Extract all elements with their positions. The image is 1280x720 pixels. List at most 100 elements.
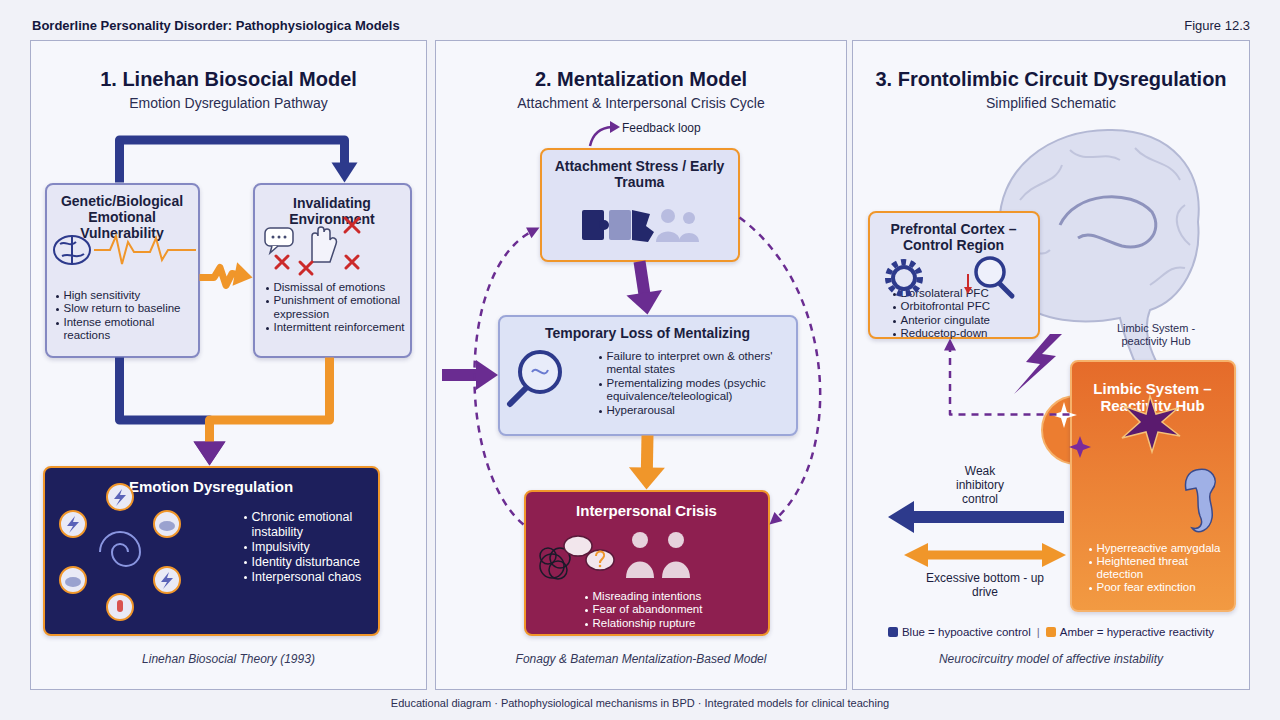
connector-arrow — [194, 358, 330, 466]
process-box: Genetic/Biological Emotional Vulnerabili… — [45, 183, 200, 358]
box-heading: Prefrontal Cortex – Control Region — [876, 221, 1032, 253]
arrow-head — [332, 163, 358, 183]
panel-band: 3. Frontolimbic Circuit DysregulationSim… — [852, 40, 1250, 690]
feedback-arrow — [590, 127, 612, 146]
bullet-item: Impulsivity — [243, 540, 375, 555]
panel-footnote: Neurocircuitry model of affective instab… — [853, 652, 1249, 666]
legend: Blue = hypoactive control|Amber = hypera… — [852, 626, 1250, 638]
bullet-item: Dorsolateral PFC — [892, 287, 1038, 301]
panel-footnote: Linehan Biosocial Theory (1993) — [31, 652, 426, 666]
magnifier-icon — [976, 258, 1012, 296]
dysregulation-icons — [60, 484, 180, 620]
bullet-item: Interpersonal chaos — [243, 570, 375, 585]
bullet-list: Failure to interpret own & others' menta… — [598, 350, 794, 418]
bullet-item: Slow return to baseline — [55, 302, 199, 316]
bullet-item: Orbitofrontal PFC — [892, 300, 1038, 314]
burst-icon — [1122, 396, 1180, 452]
gear-icon — [888, 262, 920, 294]
arrow-head — [626, 290, 662, 314]
connector-line — [474, 231, 533, 525]
connector-line — [210, 358, 330, 452]
legend-swatch — [888, 627, 898, 637]
connector-line — [641, 436, 654, 477]
connector-line — [120, 358, 210, 452]
connector-arrow — [474, 228, 539, 525]
down-arrow-head — [964, 287, 972, 294]
lightning-bolt — [1014, 334, 1062, 394]
legend-item: Amber = hyperactive reactivity — [1046, 626, 1214, 638]
arrow-head — [629, 467, 665, 489]
spark-stars — [1051, 402, 1091, 458]
bullet-item: Failure to interpret own & others' menta… — [598, 350, 794, 377]
box-heading: Temporary Loss of Mentalizing — [506, 325, 790, 341]
legend-text: Blue = hypoactive control — [902, 626, 1031, 638]
arrow-head — [194, 442, 226, 466]
limbic-outline — [1060, 197, 1156, 247]
process-box: Interpersonal CrisisMisreading intention… — [524, 490, 770, 636]
legend-item: Blue = hypoactive control — [888, 626, 1031, 638]
drive-arrow-head — [904, 543, 928, 567]
panel-subtitle: Attachment & Interpersonal Crisis Cycle — [436, 95, 846, 111]
bullet-item: Identity disturbance — [243, 555, 375, 570]
bullet-item: Poor fear extinction — [1088, 581, 1234, 594]
panel-band: 2. Mentalization ModelAttachment & Inter… — [435, 40, 847, 690]
bullet-list: High sensitivitySlow return to baselineI… — [55, 289, 199, 343]
box-heading: Attachment Stress / Early Trauma — [548, 158, 732, 190]
legend-swatch — [1046, 627, 1056, 637]
puzzle-icon — [582, 210, 654, 242]
inhibition-arrow-head — [888, 501, 914, 533]
hand-icon — [312, 227, 336, 262]
box-heading: Genetic/Biological Emotional Vulnerabili… — [53, 193, 192, 241]
arrow-head — [194, 442, 226, 466]
annotation-label: Weak inhibitory control — [940, 465, 1020, 506]
bullet-list: Hyperreactive amygdalaHeightened threat … — [1088, 542, 1234, 595]
speech-icon — [265, 228, 293, 253]
bullet-list: Chronic emotional instabilityImpulsivity… — [243, 510, 375, 585]
annotation-label: Figure 12.3 — [1140, 18, 1250, 33]
connector-arrow — [120, 358, 226, 466]
connector-line — [950, 346, 1070, 415]
drive-arrow-head — [1042, 543, 1066, 567]
bullet-list: Misreading intentionsFear of abandonment… — [584, 590, 768, 631]
connector-arrow — [626, 262, 662, 315]
bullet-item: Dismissal of emotions — [265, 281, 411, 295]
page-title: Borderline Personality Disorder: Pathoph… — [32, 18, 400, 33]
tangle-icon — [540, 548, 570, 579]
bullet-item: Hyperarousal — [598, 404, 794, 418]
arrow-head — [526, 228, 539, 239]
cross-marks — [276, 218, 359, 274]
bullet-item: Reducetop-down — [892, 327, 1038, 341]
entry-arrow-head — [476, 360, 498, 390]
magnifier-icon — [510, 352, 560, 404]
panel-subtitle: Simplified Schematic — [853, 95, 1249, 111]
panel-band: 1. Linehan Biosocial ModelEmotion Dysreg… — [30, 40, 427, 690]
connector-line — [120, 140, 345, 183]
arrow-head — [233, 262, 253, 286]
process-box: Temporary Loss of MentalizingFailure to … — [498, 315, 798, 436]
entry-arrow — [442, 369, 478, 381]
bullet-item: Anterior cingulate — [892, 314, 1038, 328]
people-icon — [626, 532, 690, 578]
connector-arrow — [120, 140, 358, 183]
annotation-label: Excessive bottom - up drive — [915, 572, 1055, 600]
seahorse-icon — [1185, 469, 1215, 531]
people-icon — [656, 209, 699, 242]
connector-arrow — [740, 218, 821, 525]
chat-icon — [564, 536, 614, 570]
connector-arrow — [200, 262, 253, 286]
bullet-list: Dismissal of emotionsPunishment of emoti… — [265, 281, 411, 335]
bullet-item: Relationship rupture — [584, 617, 768, 631]
box-heading: Interpersonal Crisis — [532, 502, 762, 519]
bullet-item: Hyperreactive amygdala — [1088, 542, 1234, 555]
bullet-item: Intense emotional reactions — [55, 316, 199, 343]
annotation-label: Limbic System - peactivity Hub — [1100, 322, 1212, 347]
panel-footnote: Fonagy & Bateman Mentalization-Based Mod… — [436, 652, 846, 666]
box-heading: Emotion Dysregulation — [51, 478, 372, 495]
panel-subtitle: Emotion Dysregulation Pathway — [31, 95, 426, 111]
bullet-item: Misreading intentions — [584, 590, 768, 604]
connector-line — [200, 268, 242, 286]
heartbeat-line — [94, 236, 196, 264]
down-arrow — [967, 274, 969, 288]
brain-icon — [54, 236, 90, 264]
figure-caption: Educational diagram · Pathophysiological… — [0, 697, 1280, 709]
